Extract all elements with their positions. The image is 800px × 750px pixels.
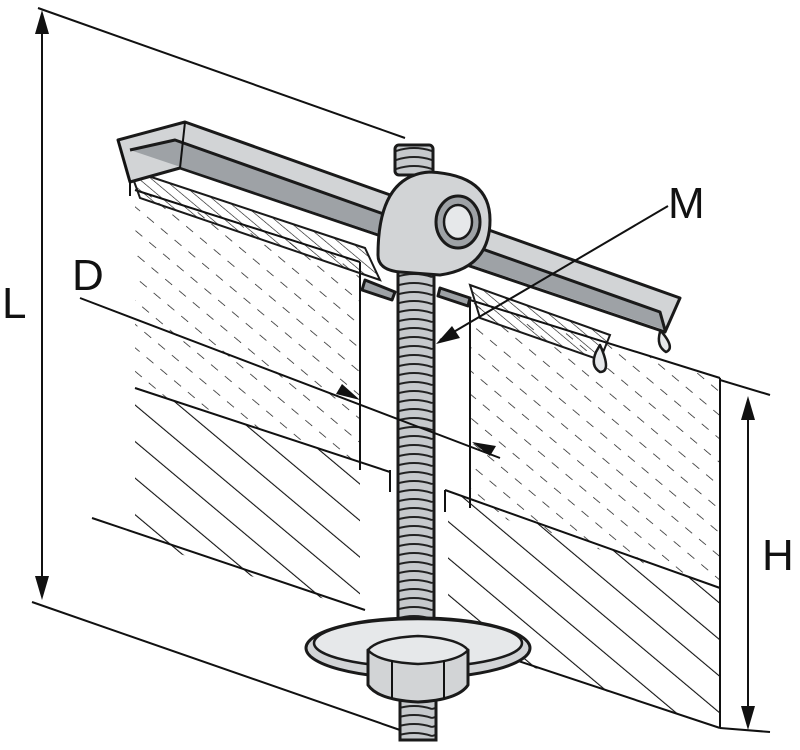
dimension-thread: M xyxy=(436,179,705,344)
dimension-length: L xyxy=(2,7,406,731)
threaded-rod xyxy=(393,143,438,742)
hex-nut xyxy=(366,634,470,704)
board-upper-layer xyxy=(134,189,721,588)
board-lower-layer xyxy=(134,387,721,728)
drilled-hole xyxy=(359,262,471,512)
height-label: H xyxy=(762,531,794,580)
thread-label: M xyxy=(668,179,705,228)
diameter-label: D xyxy=(72,251,104,300)
dimension-height: H xyxy=(719,379,794,733)
dimension-diameter: D xyxy=(72,251,501,459)
length-label: L xyxy=(2,279,26,328)
pivot-trunnion xyxy=(360,170,492,308)
